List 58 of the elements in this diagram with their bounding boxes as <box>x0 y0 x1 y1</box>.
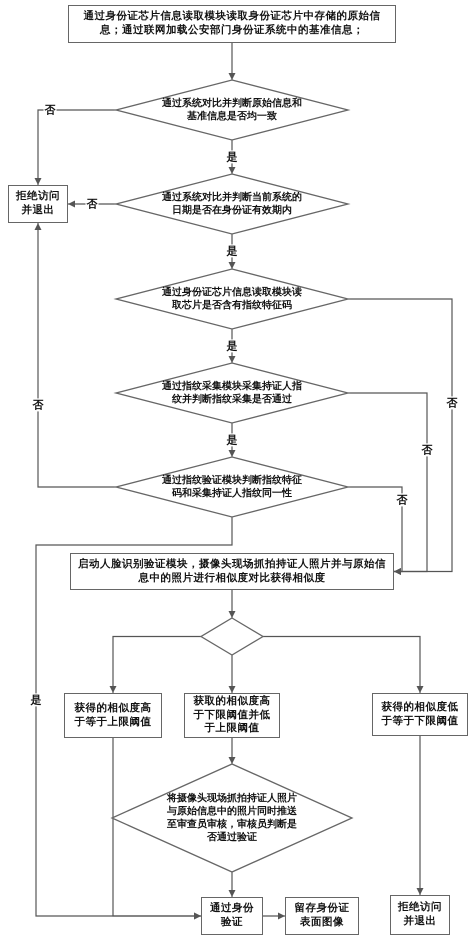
decision-diamond <box>116 174 348 234</box>
edge-label: 否 <box>32 398 44 412</box>
edge-label: 否 <box>420 443 434 457</box>
node-text: 通过身份验证 <box>209 902 255 930</box>
decision-diamond <box>116 269 348 329</box>
node-text: 通过系统对比并判断当前系统的日期是否在身份证有效期内 <box>161 191 303 217</box>
edge-label: 是 <box>226 244 238 258</box>
edge-label: 是 <box>226 150 238 164</box>
arrow <box>35 517 233 920</box>
node-text: 拒绝访问并退出 <box>15 190 61 218</box>
node-text: 启动人脸识别验证模块，摄像头现场抓拍持证人照片并与原始信息中的照片进行相似度对比获得相似度 <box>77 558 387 586</box>
node-text: 获得的相似度高于等于上限阈值 <box>74 702 152 730</box>
process-box <box>64 693 162 738</box>
node-text: 通过系统对比并判断原始信息和基准信息是否均一致 <box>161 97 303 123</box>
process-box <box>184 693 280 738</box>
node-text: 通过身份证芯片信息读取模块读取芯片是否含有指纹特征码 <box>161 286 303 312</box>
process-box <box>372 693 468 736</box>
arrow <box>416 736 424 895</box>
process-box <box>68 5 396 43</box>
arrow <box>348 486 403 575</box>
arrow <box>228 590 236 618</box>
edge-label: 否 <box>396 493 408 507</box>
decision-diamond <box>116 457 348 517</box>
decision-diamond <box>116 363 348 423</box>
edge-label: 否 <box>446 396 458 410</box>
arrow <box>228 738 236 764</box>
node-text: 留存身份证表面图像 <box>294 902 350 930</box>
node-text: 获得的相似度低于等于下限阈值 <box>380 700 460 728</box>
arrow <box>34 223 116 488</box>
arrow <box>263 912 285 920</box>
arrow <box>348 298 453 575</box>
arrow <box>110 636 201 693</box>
node-text: 将摄像头现场抓拍持证人照片与原始信息中的照片同时推送至审查员审核，审核员判断是否通过验证 <box>166 792 298 844</box>
edge-label: 是 <box>226 339 238 353</box>
process-box <box>70 553 394 590</box>
arrow <box>34 109 116 185</box>
node-text: 拒绝访问并退出 <box>397 901 443 929</box>
edge-label: 否 <box>44 103 56 117</box>
process-box <box>390 895 450 935</box>
edge-label: 是 <box>226 433 238 447</box>
process-box <box>285 897 359 935</box>
arrow <box>228 872 236 897</box>
arrow <box>348 392 428 575</box>
decision-diamond <box>116 80 348 140</box>
edge-label: 否 <box>86 197 98 211</box>
node-text: 通过身份证芯片信息读取模块读取身份证芯片中存储的原始信息；通过联网加载公安部门身份证系统中的基准信息； <box>82 10 382 38</box>
arrow <box>228 43 236 80</box>
arrow <box>263 636 424 693</box>
node-text: 获取的相似度高于下限阈值并低于上限阈值 <box>192 695 272 736</box>
decision-diamond <box>112 764 352 872</box>
decision-diamond <box>201 618 263 655</box>
node-text: 通过指纹验证模块判断指纹特征码和采集持证人指纹同一性 <box>161 474 303 500</box>
edge-label: 是 <box>30 693 42 707</box>
arrow <box>112 738 201 920</box>
process-box <box>8 185 68 223</box>
node-text: 通过指纹采集模块采集持证人指纹并判断指纹采集是否通过 <box>161 380 303 406</box>
arrow <box>228 655 236 693</box>
process-box <box>201 897 263 935</box>
